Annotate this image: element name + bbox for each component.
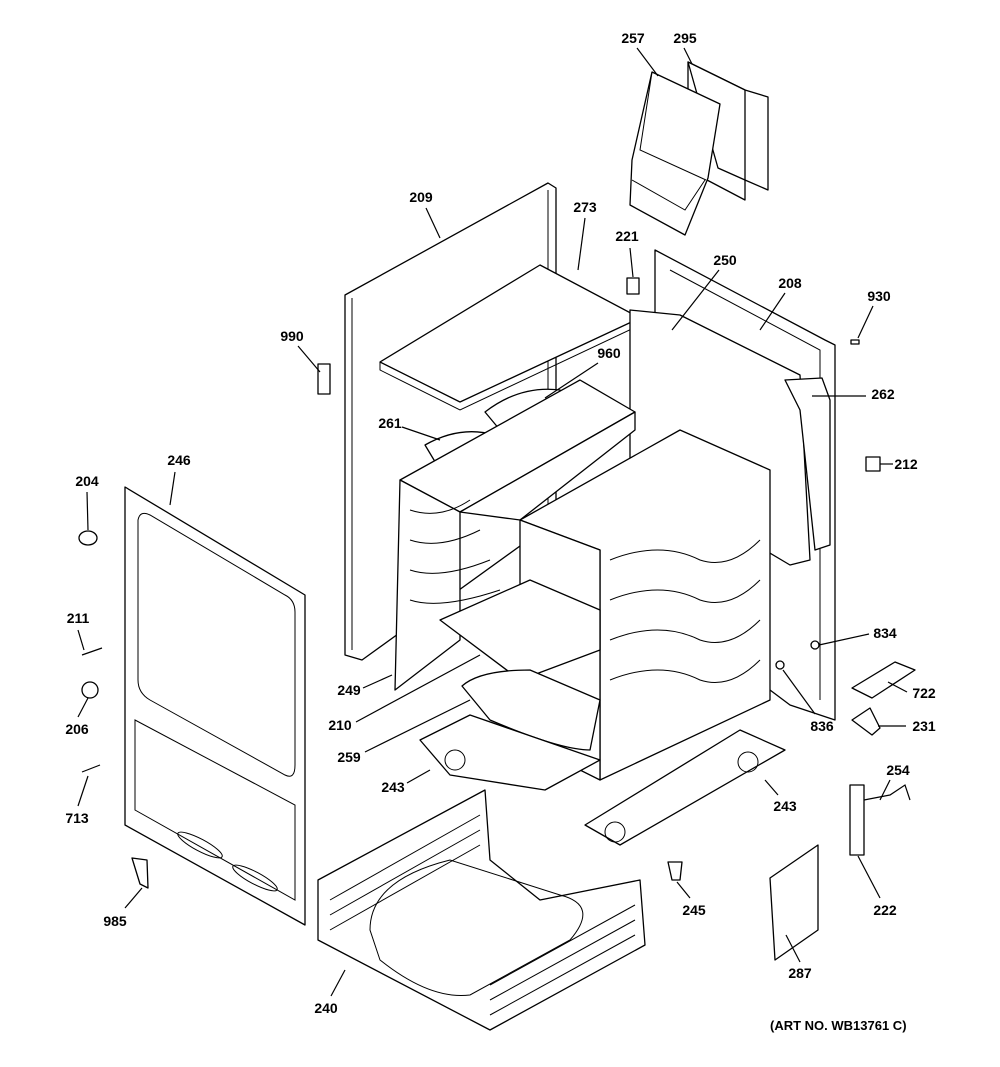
part-245-leveling-leg: [667, 861, 683, 881]
part-836-screw: [775, 660, 785, 670]
callout-836: 836: [810, 718, 834, 734]
callout-930: 930: [867, 288, 891, 304]
part-257-duct: [629, 71, 721, 236]
callout-222: 222: [873, 902, 897, 918]
callout-221: 221: [615, 228, 639, 244]
callout-257: 257: [621, 30, 645, 46]
part-206-screw: [81, 681, 99, 699]
callout-249: 249: [337, 682, 361, 698]
callout-204: 204: [75, 473, 99, 489]
callout-243-left: 243: [381, 779, 405, 795]
callout-261: 261: [378, 415, 402, 431]
callout-250: 250: [713, 252, 737, 268]
part-287-panel: [769, 844, 819, 961]
part-246-front-frame: [124, 486, 306, 926]
part-204-button: [78, 530, 98, 546]
part-212-nut: [865, 456, 881, 472]
callout-206: 206: [65, 721, 89, 737]
callout-210: 210: [328, 717, 352, 733]
callout-211: 211: [66, 610, 90, 626]
callout-259: 259: [337, 749, 361, 765]
callout-834: 834: [873, 625, 897, 641]
callout-245: 245: [682, 902, 706, 918]
leader-lines: [77, 47, 908, 997]
callout-722: 722: [912, 685, 936, 701]
callout-254: 254: [886, 762, 910, 778]
callout-212: 212: [894, 456, 918, 472]
art-number: (ART NO. WB13761 C): [770, 1018, 907, 1033]
part-254-hinge: [849, 784, 911, 856]
part-211-screw: [81, 647, 103, 656]
callout-243-right: 243: [773, 798, 797, 814]
callout-208: 208: [778, 275, 802, 291]
callout-990: 990: [280, 328, 304, 344]
callout-960: 960: [597, 345, 621, 361]
part-834-screw: [810, 640, 820, 650]
callout-246: 246: [167, 452, 191, 468]
part-722-bracket: [851, 661, 916, 699]
part-240-drawer: [317, 789, 646, 1031]
part-243-burner-base-left: [419, 714, 601, 791]
callout-231: 231: [912, 718, 936, 734]
part-243-burner-base-right: [584, 729, 786, 846]
callout-985: 985: [103, 913, 127, 929]
part-930-screw: [850, 339, 860, 345]
callout-713: 713: [65, 810, 89, 826]
callout-273: 273: [573, 199, 597, 215]
part-221-clip: [626, 277, 640, 295]
part-231-clip: [851, 707, 881, 736]
part-990-bracket: [317, 363, 331, 395]
part-985-bracket: [131, 857, 149, 889]
part-713-screw: [81, 764, 101, 773]
callout-262: 262: [871, 386, 895, 402]
callout-287: 287: [788, 965, 812, 981]
callout-295: 295: [673, 30, 697, 46]
part-259-pan: [439, 579, 601, 751]
callout-240: 240: [314, 1000, 338, 1016]
callout-209: 209: [409, 189, 433, 205]
